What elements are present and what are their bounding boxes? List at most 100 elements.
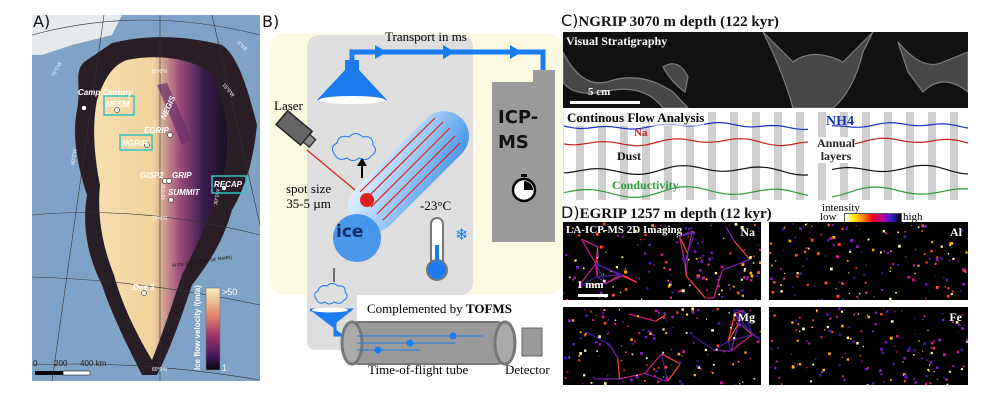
impurity-hotspot bbox=[930, 341, 934, 345]
impurity-hotspot bbox=[759, 248, 761, 251]
impurity-hotspot bbox=[612, 286, 614, 288]
impurity-hotspot bbox=[615, 266, 618, 269]
impurity-hotspot bbox=[721, 289, 723, 292]
icpms-inlet bbox=[533, 70, 555, 82]
panel-d-title: EGRIP 1257 m depth (12 kyr) bbox=[579, 206, 772, 222]
grain-boundary bbox=[667, 363, 681, 382]
impurity-hotspot bbox=[680, 383, 684, 385]
impurity-hotspot bbox=[607, 319, 610, 321]
impurity-hotspot bbox=[945, 378, 948, 381]
impurity-hotspot bbox=[917, 226, 920, 229]
impurity-hotspot bbox=[802, 327, 805, 331]
impurity-hotspot bbox=[663, 266, 666, 269]
impurity-hotspot bbox=[838, 333, 842, 337]
impurity-hotspot bbox=[846, 226, 848, 228]
grid-label: 80°0'N bbox=[152, 69, 167, 75]
impurity-hotspot bbox=[930, 351, 933, 355]
impurity-hotspot bbox=[624, 351, 627, 353]
trace-label-na: Na bbox=[634, 127, 648, 139]
impurity-hotspot bbox=[707, 263, 710, 266]
impurity-hotspot bbox=[935, 276, 937, 278]
impurity-hotspot bbox=[717, 284, 720, 288]
impurity-hotspot bbox=[749, 357, 751, 360]
impurity-hotspot bbox=[863, 273, 866, 276]
impurity-hotspot bbox=[741, 263, 745, 266]
impurity-hotspot bbox=[681, 308, 684, 311]
impurity-hotspot bbox=[942, 313, 944, 315]
impurity-hotspot bbox=[655, 369, 658, 373]
impurity-hotspot bbox=[952, 365, 954, 367]
impurity-hotspot bbox=[596, 263, 600, 267]
annual-layer-band bbox=[796, 112, 804, 200]
impurity-hotspot bbox=[646, 287, 649, 290]
na-distribution bbox=[563, 222, 761, 300]
impurity-hotspot bbox=[922, 319, 924, 321]
impurity-hotspot bbox=[923, 253, 926, 255]
impurity-hotspot bbox=[682, 350, 685, 353]
impurity-hotspot bbox=[753, 377, 756, 380]
impurity-hotspot bbox=[708, 257, 712, 261]
impurity-hotspot bbox=[668, 356, 671, 359]
impurity-hotspot bbox=[667, 279, 670, 282]
impurity-hotspot bbox=[782, 228, 785, 231]
impurity-hotspot bbox=[593, 377, 595, 379]
impurity-hotspot bbox=[743, 269, 746, 272]
grain-boundary bbox=[595, 263, 598, 277]
ablation-spot bbox=[360, 193, 374, 207]
impurity-hotspot bbox=[890, 267, 892, 269]
impurity-hotspot bbox=[914, 318, 916, 320]
impurity-hotspot bbox=[967, 237, 968, 240]
impurity-hotspot bbox=[845, 228, 848, 231]
impurity-hotspot bbox=[952, 290, 954, 293]
impurity-hotspot bbox=[912, 264, 916, 267]
flow-arrows bbox=[375, 45, 522, 59]
impurity-hotspot bbox=[602, 273, 605, 275]
impurity-hotspot bbox=[775, 260, 777, 262]
impurity-hotspot bbox=[632, 343, 634, 345]
impurity-hotspot bbox=[614, 319, 617, 321]
impurity-hotspot bbox=[770, 277, 773, 280]
impurity-hotspot bbox=[777, 347, 780, 350]
annual-layer-band bbox=[620, 112, 628, 200]
impurity-hotspot bbox=[883, 307, 885, 310]
impurity-hotspot bbox=[832, 244, 835, 247]
impurity-hotspot bbox=[853, 276, 856, 279]
impurity-hotspot bbox=[808, 231, 810, 233]
panel-c-title: NGRIP 3070 m depth (122 kyr) bbox=[578, 14, 779, 30]
impurity-hotspot bbox=[940, 257, 944, 260]
impurity-hotspot bbox=[794, 319, 797, 322]
impurity-hotspot bbox=[664, 365, 668, 369]
map-scalebar bbox=[578, 294, 608, 297]
impurity-hotspot bbox=[758, 227, 760, 229]
impurity-hotspot bbox=[952, 257, 955, 260]
grain-boundary bbox=[622, 274, 638, 283]
impurity-hotspot bbox=[614, 322, 617, 326]
impurity-hotspot bbox=[693, 250, 697, 253]
svg-text:400 km: 400 km bbox=[80, 359, 107, 368]
impurity-hotspot bbox=[657, 367, 660, 369]
impurity-hotspot bbox=[855, 266, 858, 269]
impurity-hotspot bbox=[873, 295, 875, 298]
annual-layer-band bbox=[752, 112, 760, 200]
impurity-hotspot bbox=[743, 248, 746, 251]
impurity-hotspot bbox=[649, 317, 652, 319]
impurity-hotspot bbox=[791, 365, 795, 369]
impurity-hotspot bbox=[572, 278, 575, 281]
impurity-hotspot bbox=[826, 239, 830, 242]
grain-boundary bbox=[722, 258, 751, 271]
panel-a-label: A) bbox=[33, 12, 51, 31]
annual-layer-band bbox=[642, 112, 650, 200]
grain-boundary bbox=[617, 357, 620, 379]
impurity-hotspot bbox=[658, 312, 661, 314]
impurity-hotspot bbox=[701, 276, 705, 280]
impurity-hotspot bbox=[602, 230, 605, 233]
impurity-hotspot bbox=[904, 256, 907, 258]
impurity-hotspot bbox=[711, 256, 714, 259]
impurity-hotspot bbox=[889, 336, 893, 340]
impurity-hotspot bbox=[841, 227, 844, 230]
graticule bbox=[32, 15, 260, 381]
impurity-hotspot bbox=[679, 380, 682, 383]
impurity-hotspot bbox=[794, 236, 797, 239]
impurity-hotspot bbox=[635, 276, 637, 279]
impurity-hotspot bbox=[563, 356, 567, 360]
